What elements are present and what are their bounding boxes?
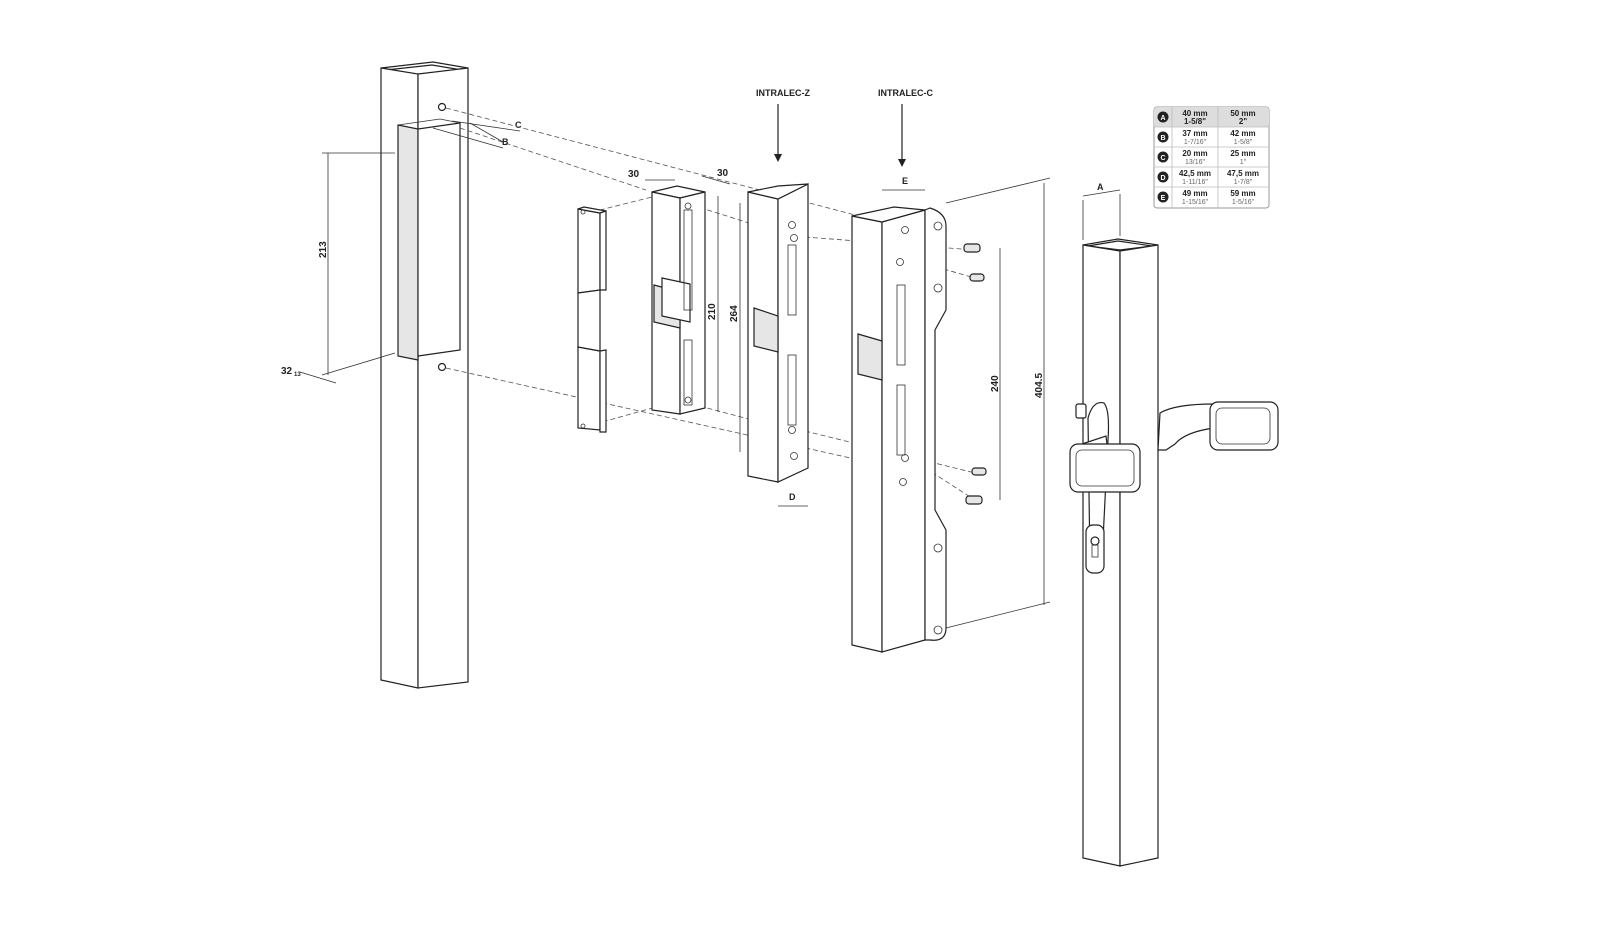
table-row-key: E [1161,195,1166,202]
dim-30-30: 30 30 [628,168,731,185]
table-cell-sub: 1-7/16" [1184,139,1207,146]
dim-a: A [1082,182,1121,240]
dim-264: 264 [729,203,741,452]
table-cell-sub: 13/16" [1185,159,1206,166]
table-cell: 49 mm [1182,189,1207,198]
table-cell-sub: 1-11/16" [1182,179,1208,186]
table-cell-sub: 1-7/8" [1234,179,1253,186]
table-cell: 20 mm [1182,149,1207,158]
dim-213-text: 213 [318,241,329,258]
table-row: C 20 mm 13/16" 25 mm 1" [1157,149,1256,166]
table-cell-sub: 1" [1240,159,1247,166]
dim-e-text: E [902,176,908,186]
dim-30-left-text: 30 [628,169,640,180]
left-post [380,61,469,689]
table-col2-main: 50 mm [1230,109,1255,118]
intralec-c-label-group: INTRALEC-C [878,88,933,167]
intralec-c-label: INTRALEC-C [878,88,933,98]
table-cell: 37 mm [1182,129,1207,138]
intralec-z-label-group: INTRALEC-Z [756,88,810,162]
table-cell-sub: 1-5/8" [1234,139,1253,146]
dimension-table: A 40 mm 1-5/8" 50 mm 2" B 37 mm 1-7/16" … [1153,106,1270,209]
dim-404: 404.5 [945,177,1051,629]
table-col1-sub: 1-5/8" [1184,117,1206,126]
dim-32: 32 13 [281,366,337,384]
table-row: B 37 mm 1-7/16" 42 mm 1-5/8" [1157,129,1256,146]
intralec-z-bracket [747,183,809,483]
dim-d: D [778,492,808,507]
table-key-a: A [1160,115,1165,122]
dim-e: E [882,176,925,191]
table-cell-sub: 1-15/16" [1182,199,1209,206]
table-row-key: C [1160,155,1165,162]
table-row-key: D [1160,175,1165,182]
dim-32-sub-text: 13 [294,372,301,378]
table-row: D 42,5 mm 1-11/16" 47,5 mm 1-7/8" [1157,169,1259,186]
intralec-z-label: INTRALEC-Z [756,88,810,98]
table-cell: 47,5 mm [1227,169,1259,178]
table-cell-sub: 1-5/16" [1232,199,1255,206]
electric-strike-body [651,185,706,415]
table-row-key: B [1160,135,1165,142]
screws [963,243,987,505]
dim-210: 210 [707,196,719,412]
dim-404-text: 404.5 [1034,373,1045,398]
table-col1-main: 40 mm [1182,109,1207,118]
table-col2-sub: 2" [1239,117,1247,126]
faceplate [577,206,607,433]
table-cell: 25 mm [1230,149,1255,158]
dim-240: 240 [990,248,1001,500]
dim-32-text: 32 [281,366,293,377]
table-row: E 49 mm 1-15/16" 59 mm 1-5/16" [1157,189,1256,206]
dim-c-b: C B [432,120,522,149]
dim-240-text: 240 [990,375,1001,392]
lock-handles [1069,401,1279,574]
dim-d-text: D [789,492,796,502]
table-cell: 42 mm [1230,129,1255,138]
dim-b-text: B [502,137,509,147]
dim-264-text: 264 [729,305,740,322]
dim-30-right-text: 30 [717,168,729,179]
dim-c-text: C [515,120,522,130]
intralec-c-bracket [851,206,947,653]
dim-a-text: A [1097,182,1104,192]
table-cell: 59 mm [1230,189,1255,198]
dim-213: 213 [318,152,396,376]
table-cell: 42,5 mm [1179,169,1211,178]
dim-210-text: 210 [707,303,718,320]
